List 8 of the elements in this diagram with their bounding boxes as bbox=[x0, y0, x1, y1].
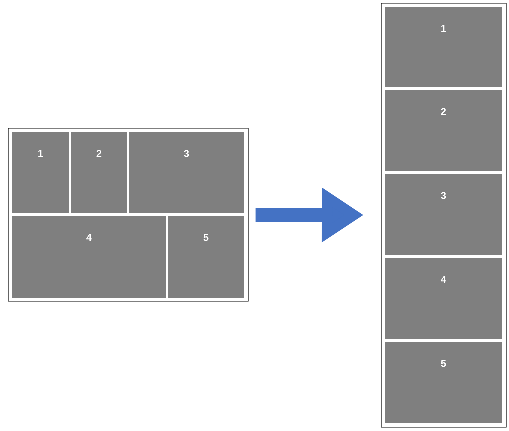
panel-box: 1 bbox=[12, 132, 70, 214]
panel-box: 3 bbox=[385, 174, 502, 256]
panel-box: 2 bbox=[385, 90, 502, 172]
panel-box: 4 bbox=[385, 258, 502, 340]
panel-box: 1 bbox=[385, 7, 502, 88]
panel-box: 5 bbox=[385, 342, 502, 424]
panel-box: 5 bbox=[168, 216, 244, 298]
panel-box: 2 bbox=[71, 132, 128, 214]
